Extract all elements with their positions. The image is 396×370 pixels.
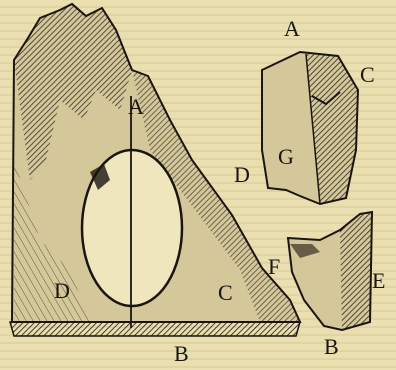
label-left-A: A bbox=[128, 96, 144, 118]
label-right-top-G: G bbox=[278, 146, 294, 168]
label-right-bottom-E: E bbox=[372, 270, 385, 292]
label-right-top-A: A bbox=[284, 18, 300, 40]
label-left-B: B bbox=[174, 343, 189, 365]
label-right-bottom-F: F bbox=[268, 256, 280, 278]
label-right-top-D: D bbox=[234, 164, 250, 186]
right-upper-fragment bbox=[262, 52, 358, 204]
label-left-D: D bbox=[54, 280, 70, 302]
label-right-bottom-B: B bbox=[324, 336, 339, 358]
label-right-top-C: C bbox=[360, 64, 375, 86]
label-left-C: C bbox=[218, 282, 233, 304]
stone-base bbox=[10, 322, 300, 336]
